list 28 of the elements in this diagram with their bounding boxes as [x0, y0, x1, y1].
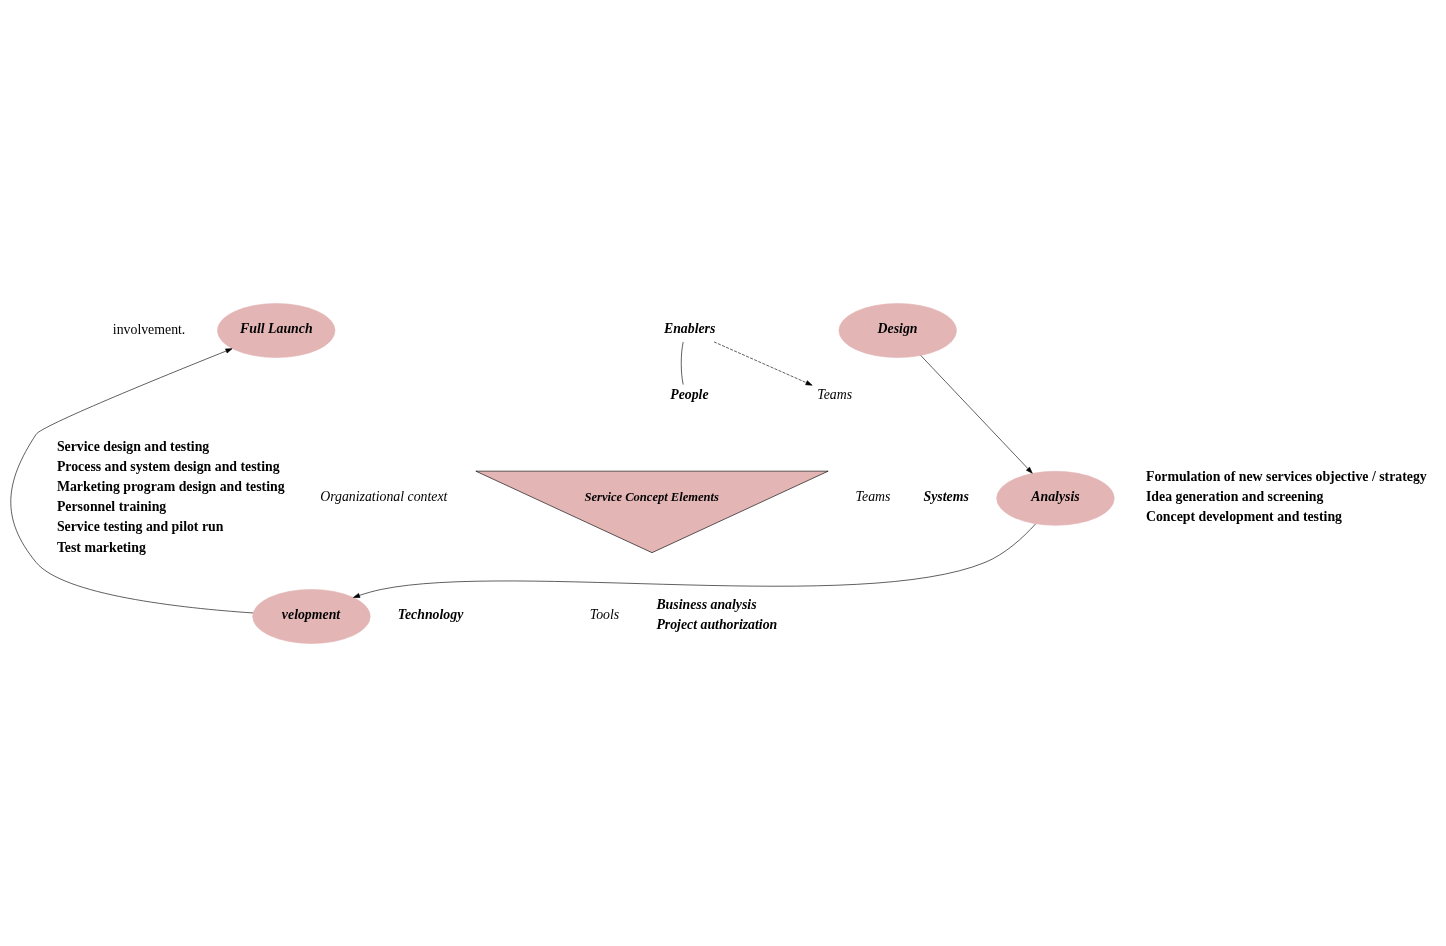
label: Concept development and testing: [1145, 508, 1343, 524]
label: Test marketing: [56, 538, 146, 554]
label: involvement.: [112, 321, 186, 337]
arrow: [353, 523, 1036, 598]
node-text: Enablers: [663, 320, 716, 336]
node-text: Tools: [589, 606, 620, 622]
node-text: Organizational context: [320, 488, 448, 504]
node-ellipse: velopment: [252, 588, 371, 644]
node-ellipse: Analysis: [996, 470, 1115, 526]
node-ellipse: Full Launch: [217, 302, 336, 358]
label: Project authorization: [656, 616, 778, 632]
label: Service testing and pilot run: [56, 518, 224, 534]
node-ellipse: Design: [838, 302, 957, 358]
arrow: [713, 341, 813, 386]
label: Formulation of new services objective / strategy: [1145, 468, 1427, 484]
node-text: Systems: [923, 488, 969, 504]
label: Marketing program design and testing: [56, 478, 285, 494]
label: Idea generation and screening: [1145, 488, 1324, 504]
label: Process and system design and testing: [56, 458, 280, 474]
label: Personnel training: [56, 498, 167, 514]
node-text: People: [670, 386, 709, 402]
arrow: [10, 347, 254, 613]
label: Business analysis: [656, 596, 757, 612]
label: Service design and testing: [56, 438, 210, 454]
node-text: Teams: [817, 386, 853, 402]
arrow: [920, 354, 1033, 474]
node-text: Technology: [397, 606, 464, 622]
node-text: Teams: [855, 488, 891, 504]
